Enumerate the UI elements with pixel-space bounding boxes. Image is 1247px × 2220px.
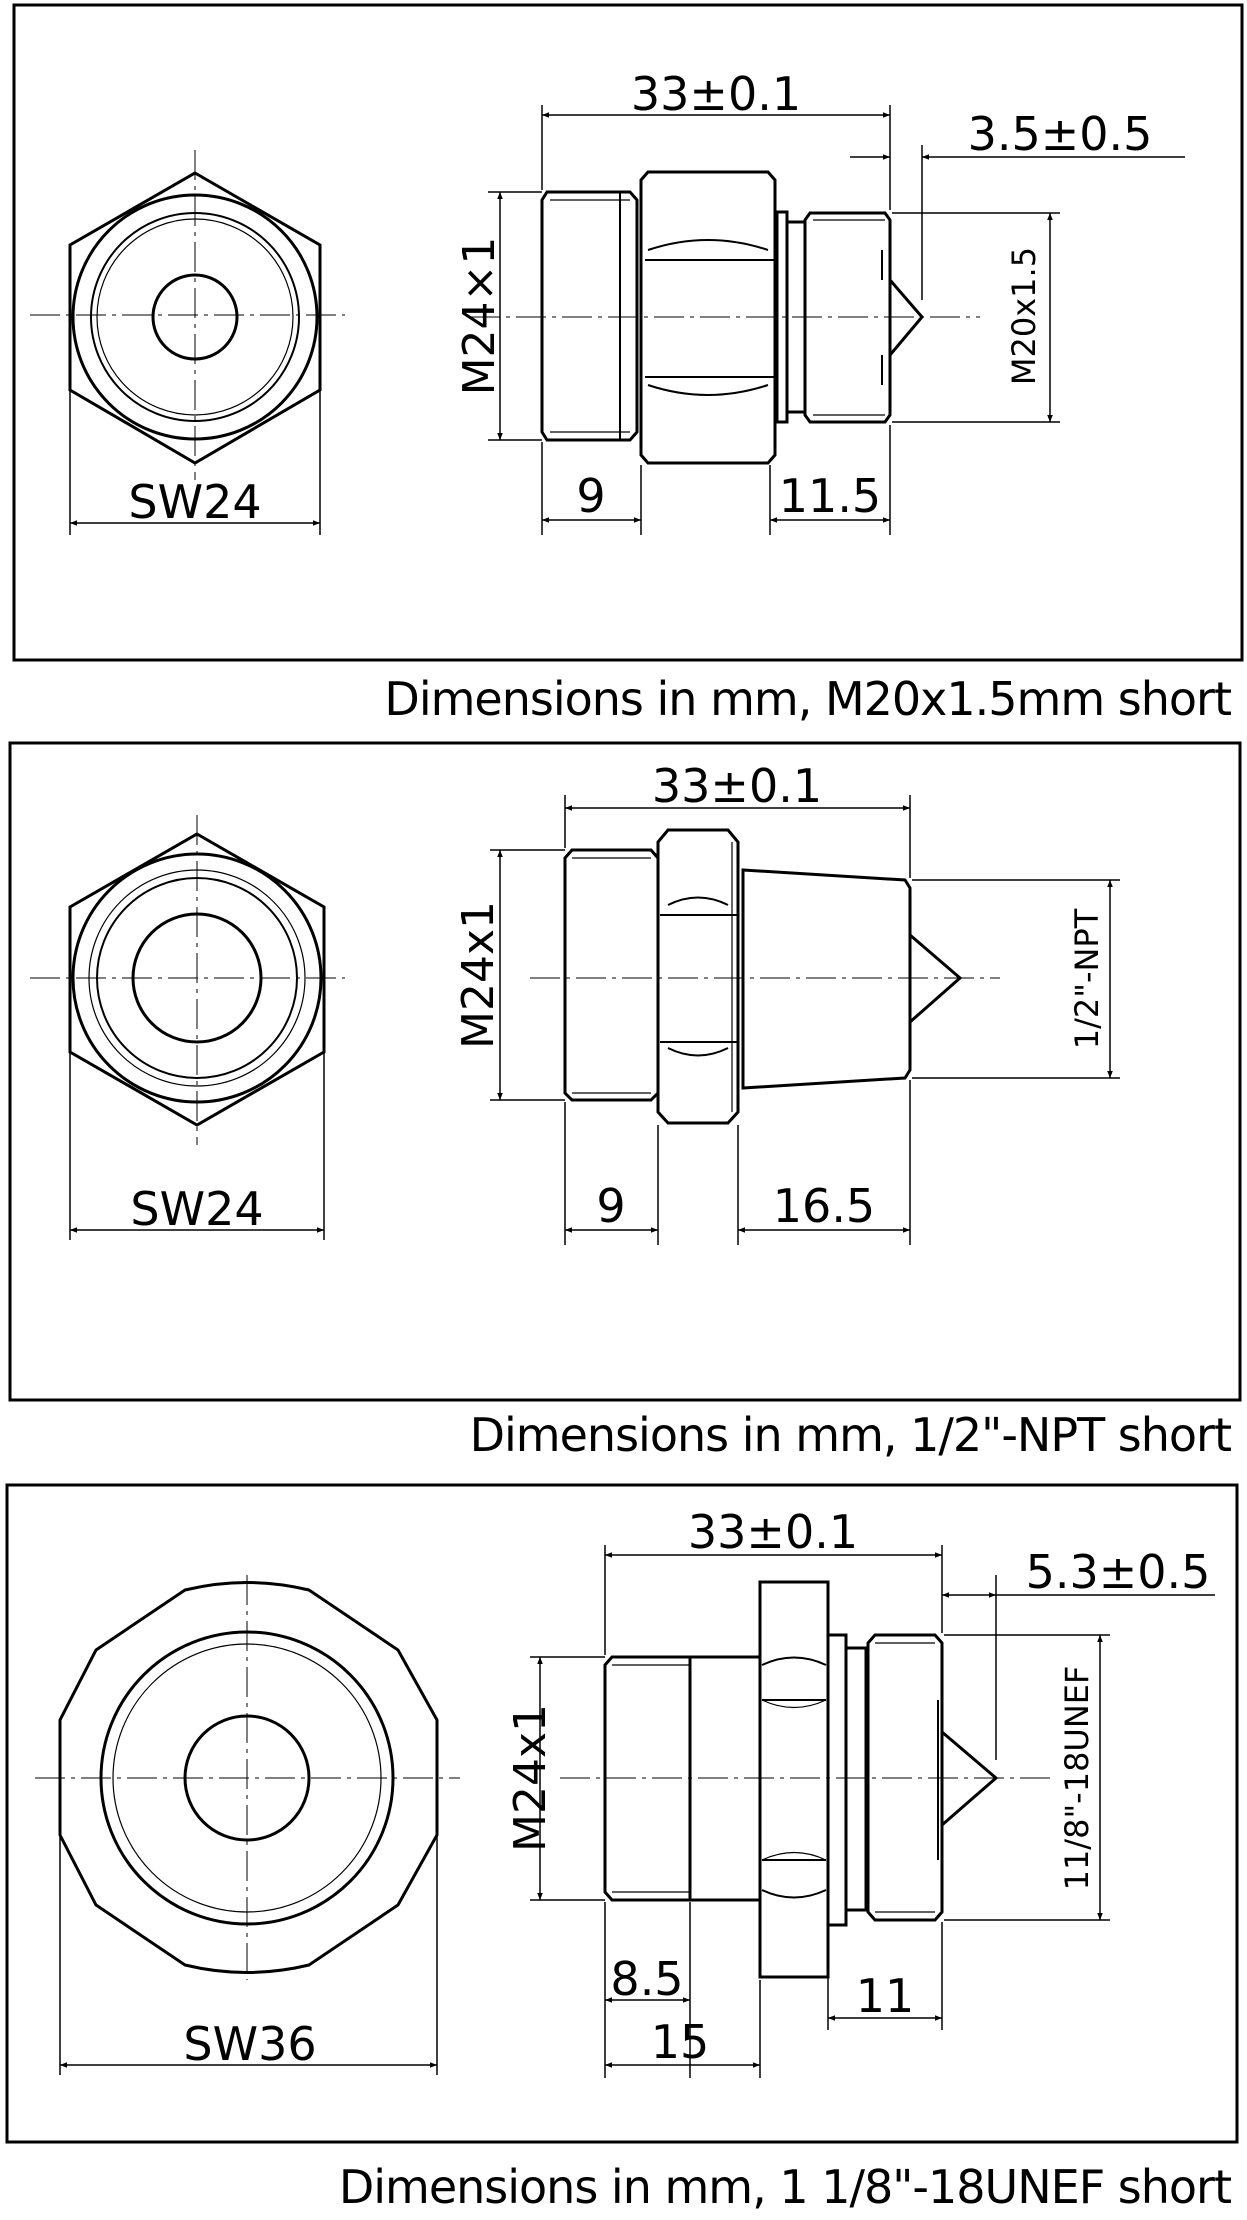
side-view-bottom xyxy=(530,1545,1215,2078)
frame-bottom xyxy=(5,1483,1239,2144)
side-view-top xyxy=(470,105,1185,535)
tip-length-label: 3.5±0.5 xyxy=(968,107,1153,161)
panel-bottom: SW36 33±0.1 5.3±0.5 M24x1 11/8"-18UNEF 8… xyxy=(5,1483,1239,2144)
left-length-label: 9 xyxy=(596,1179,625,1233)
right-length-label: 16.5 xyxy=(773,1179,875,1233)
sw-label: SW36 xyxy=(183,2017,316,2071)
left-length-a-label: 8.5 xyxy=(610,1952,683,2006)
sw-label: SW24 xyxy=(130,1182,263,1236)
left-length-label: 9 xyxy=(576,469,605,523)
caption-bottom: Dimensions in mm, 1 1/8"-18UNEF short xyxy=(338,2160,1232,2214)
sw-label: SW24 xyxy=(128,475,261,529)
right-length-label: 11 xyxy=(856,1969,915,2023)
end-thread-label: M20x1.5 xyxy=(1005,247,1043,385)
end-thread-label: 1/2"-NPT xyxy=(1068,908,1106,1049)
body-thread-label: M24x1 xyxy=(505,1704,556,1852)
caption-top: Dimensions in mm, M20x1.5mm short xyxy=(384,672,1232,726)
labels-top: SW24 33±0.1 3.5±0.5 M24×1 M20x1.5 9 11.5 xyxy=(128,67,1152,529)
tip-length-label: 5.3±0.5 xyxy=(1026,1545,1211,1599)
end-thread-label: 11/8"-18UNEF xyxy=(1058,1666,1096,1891)
labels-middle: SW24 33±0.1 M24x1 1/2"-NPT 9 16.5 xyxy=(130,759,1106,1236)
panel-top: SW24 33±0.1 3.5±0.5 M24×1 M20x1.5 9 11.5 xyxy=(12,3,1244,662)
overall-length-label: 33±0.1 xyxy=(688,1505,858,1559)
right-length-label: 11.5 xyxy=(779,469,881,523)
panel-middle: SW24 33±0.1 M24x1 1/2"-NPT 9 16.5 xyxy=(8,741,1242,1402)
frame-top xyxy=(12,3,1244,662)
body-thread-label: M24x1 xyxy=(453,901,504,1049)
end-view-top xyxy=(30,150,345,535)
overall-length-label: 33±0.1 xyxy=(631,67,801,121)
side-view-middle xyxy=(490,795,1120,1245)
frame-middle xyxy=(8,741,1242,1402)
overall-length-label: 33±0.1 xyxy=(652,759,822,813)
body-thread-label: M24×1 xyxy=(454,237,505,396)
caption-middle: Dimensions in mm, 1/2"-NPT short xyxy=(469,1408,1232,1462)
labels-bottom: SW36 33±0.1 5.3±0.5 M24x1 11/8"-18UNEF 8… xyxy=(183,1505,1210,2071)
left-length-b-label: 15 xyxy=(651,2015,710,2069)
end-view-bottom xyxy=(35,1575,460,2075)
end-view-middle xyxy=(30,815,345,1240)
